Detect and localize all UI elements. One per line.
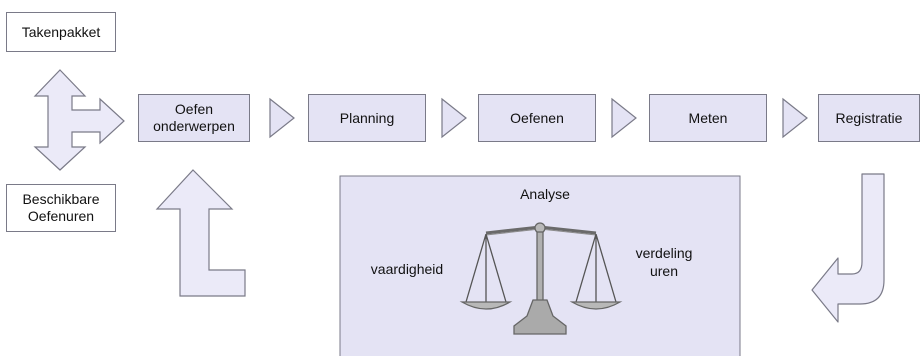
- step-label: Meten: [688, 109, 728, 126]
- beschikbare-label: Beschikbare: [22, 191, 100, 207]
- step-oefenen: Oefenen: [478, 94, 596, 142]
- verdeling-label: verdeling: [635, 245, 693, 261]
- step-label: Oefen: [174, 101, 214, 117]
- uren-label: uren: [649, 263, 679, 279]
- analysis-title: Analyse: [520, 186, 570, 202]
- step-label: onderwerpen: [153, 118, 235, 134]
- chevron-right-icon: [611, 97, 637, 139]
- step-registratie: Registratie: [818, 94, 920, 142]
- step-oefen-onderwerpen: Oefen onderwerpen: [138, 94, 250, 142]
- balance-scale-icon: [459, 222, 623, 335]
- step-label: Oefenen: [510, 109, 564, 126]
- double-arrow-icon: [33, 69, 125, 171]
- chevron-right-icon: [782, 97, 808, 139]
- vaardigheid-label: vaardigheid: [370, 261, 444, 277]
- takenpakket-label: Takenpakket: [21, 23, 101, 40]
- return-arrow-icon: [155, 169, 246, 297]
- down-left-arrow-icon: [811, 173, 885, 323]
- step-planning: Planning: [308, 94, 426, 142]
- takenpakket-box: Takenpakket: [6, 12, 116, 52]
- step-label: Planning: [339, 109, 395, 126]
- chevron-right-icon: [269, 97, 295, 139]
- step-label: Registratie: [835, 109, 903, 126]
- chevron-right-icon: [441, 97, 467, 139]
- beschikbare-oefenuren-box: Beschikbare Oefenuren: [6, 184, 116, 232]
- step-meten: Meten: [649, 94, 767, 142]
- verdeling-uren-label: verdeling uren: [616, 244, 712, 280]
- oefenuren-label: Oefenuren: [27, 208, 95, 224]
